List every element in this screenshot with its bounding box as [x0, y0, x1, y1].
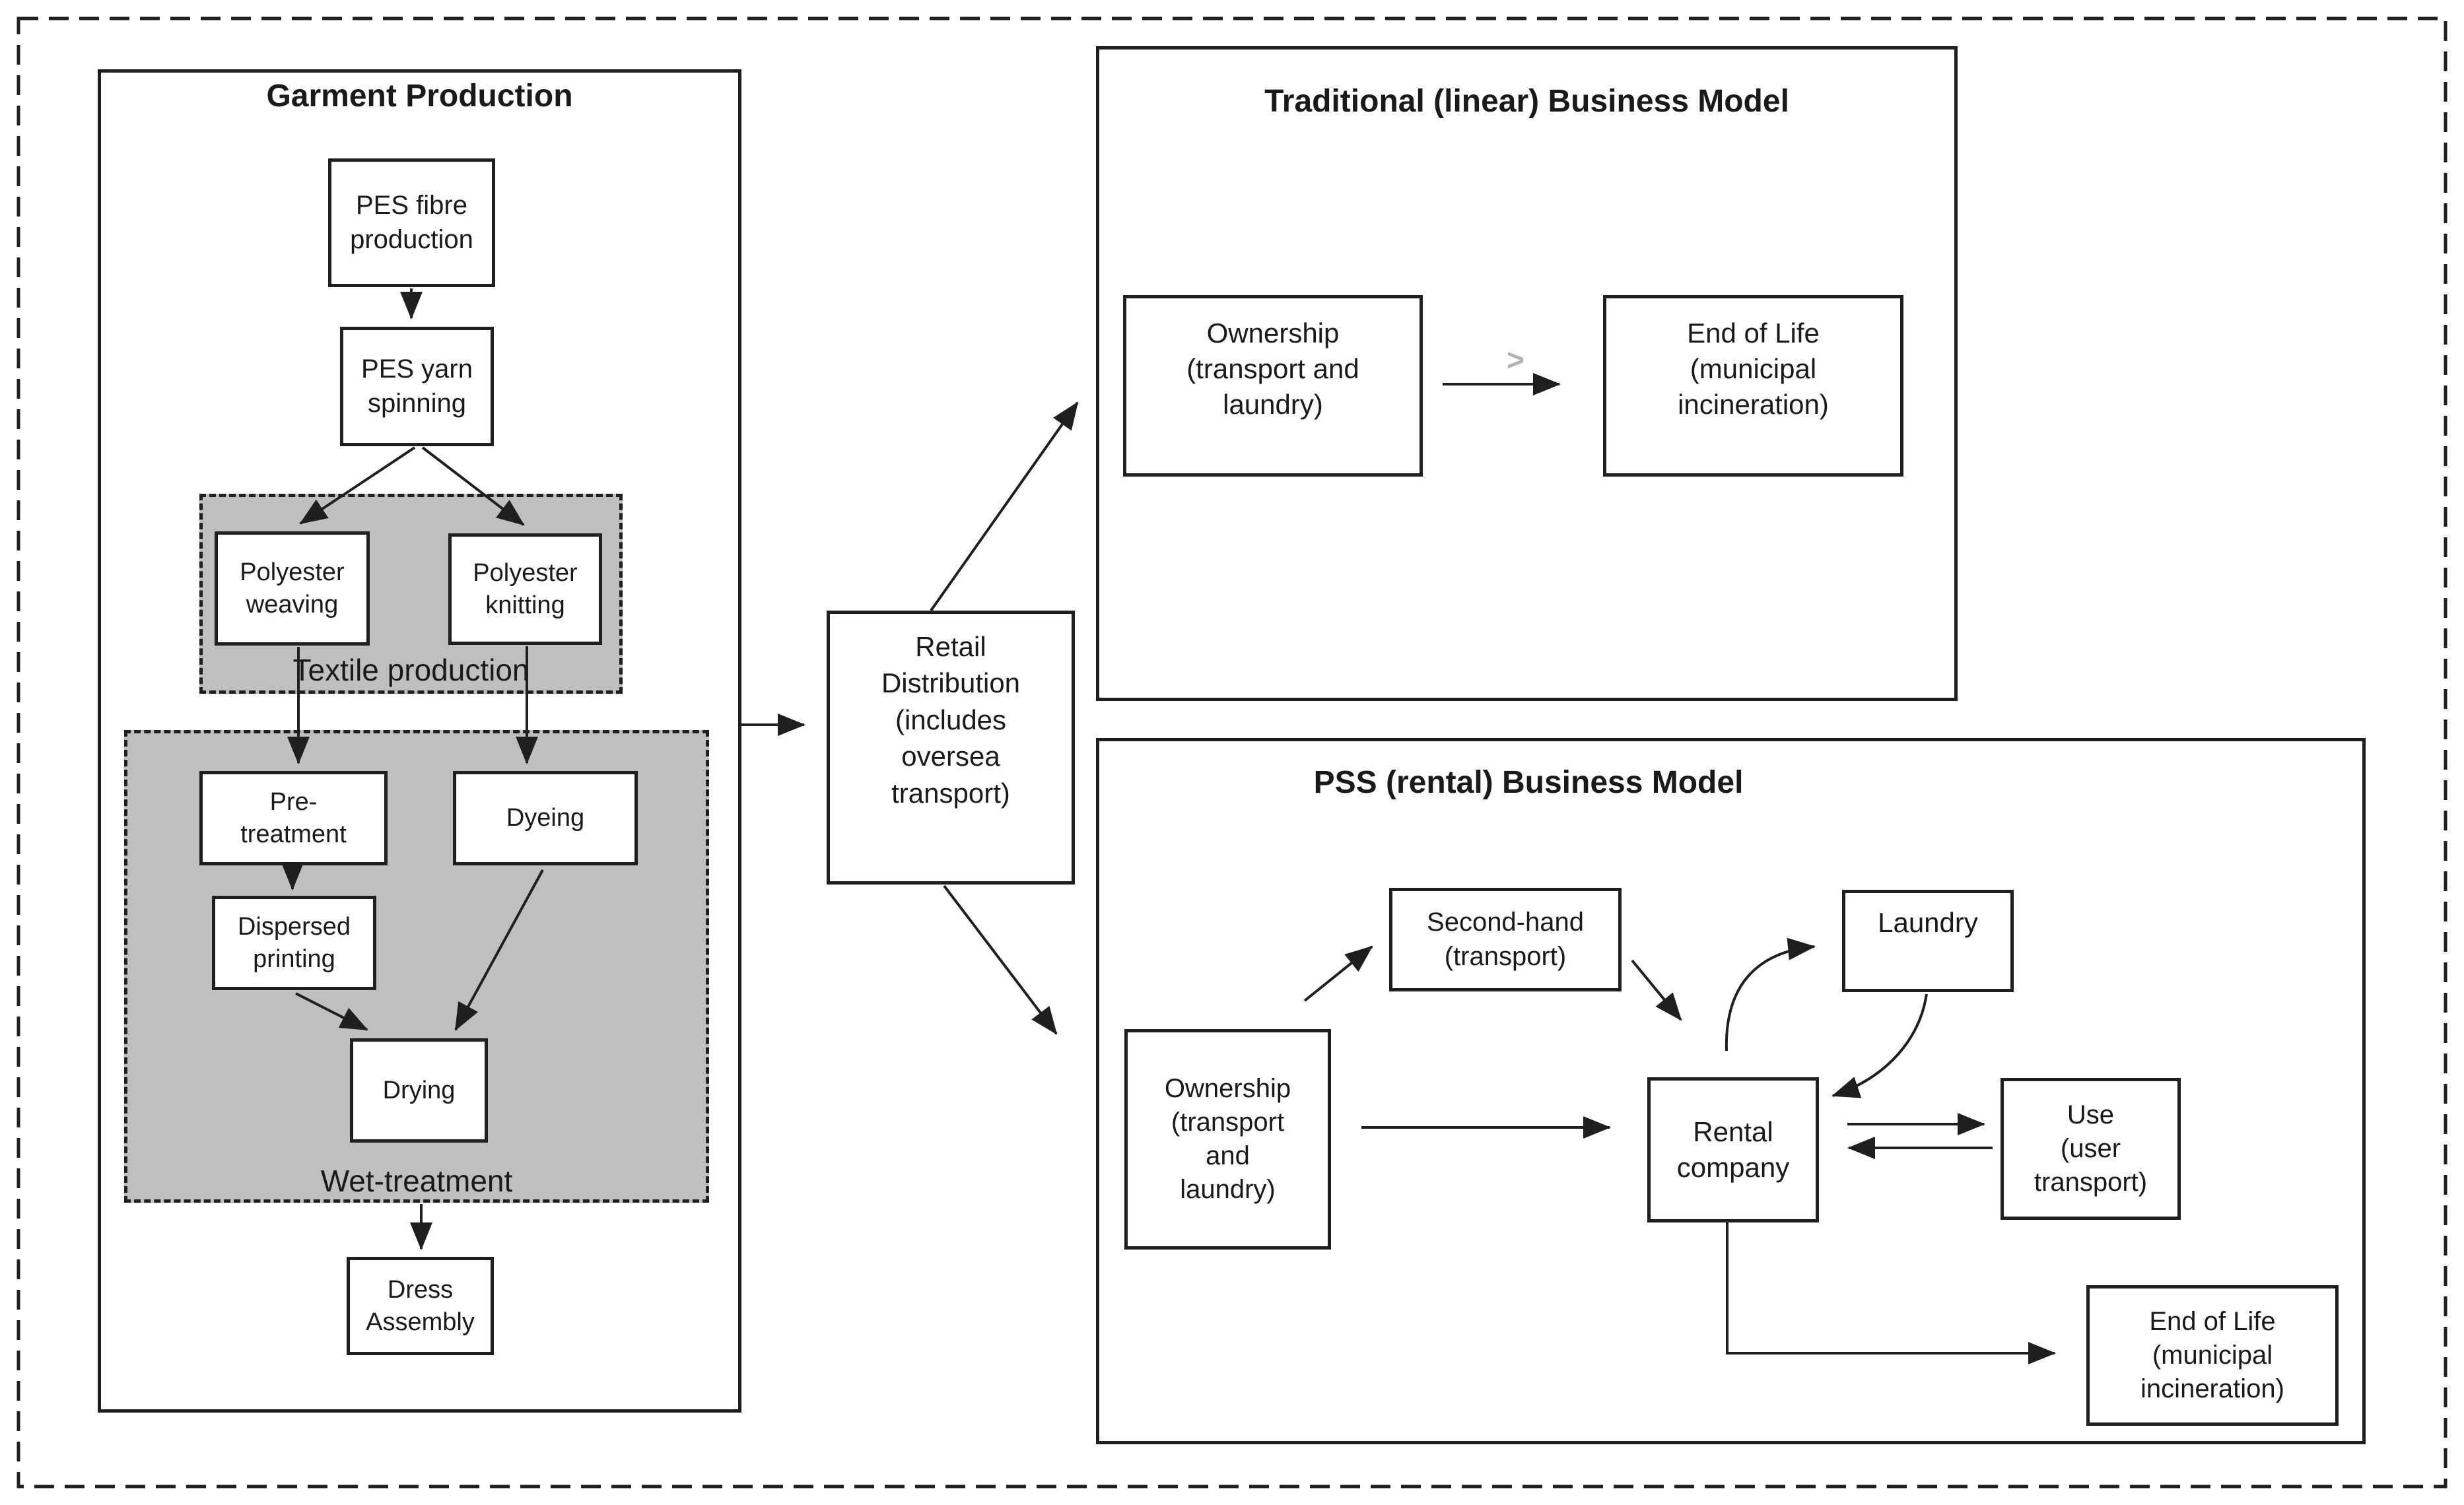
- node-end-of-life-pss-label: End of Life (municipal incineration): [2140, 1306, 2284, 1404]
- node-end-of-life-traditional-label: End of Life (municipal incineration): [1678, 318, 1829, 420]
- node-second-hand: Second-hand (transport): [1389, 888, 1622, 991]
- arrow-retail-to-traditional: [930, 401, 1079, 612]
- arrow-retail-to-pss: [943, 885, 1058, 1035]
- node-pes-yarn-spinning-label: PES yarn spinning: [361, 354, 473, 418]
- node-pes-fibre-production-label: PES fibre production: [350, 191, 473, 254]
- node-pre-treatment: Pre- treatment: [199, 771, 388, 865]
- node-drying-label: Drying: [382, 1076, 456, 1104]
- node-retail-distribution-label: Retail Distribution (includes oversea tr…: [881, 631, 1021, 809]
- node-dyeing: Dyeing: [453, 771, 638, 865]
- node-dyeing-label: Dyeing: [506, 804, 585, 832]
- traditional-model-title: Traditional (linear) Business Model: [1264, 84, 1789, 119]
- node-rental-company: Rental company: [1647, 1077, 1819, 1222]
- textile-production-label: Textile production: [292, 653, 530, 687]
- chevron-mark: >: [1507, 343, 1524, 377]
- node-rental-company-label: Rental company: [1676, 1116, 1790, 1183]
- node-polyester-knitting-label: Polyester knitting: [473, 558, 578, 619]
- garment-production-title: Garment Production: [266, 79, 573, 114]
- node-polyester-weaving-label: Polyester weaving: [240, 558, 345, 619]
- node-ownership-traditional: Ownership (transport and laundry): [1123, 295, 1423, 477]
- node-end-of-life-traditional: End of Life (municipal incineration): [1603, 295, 1903, 477]
- node-pre-treatment-label: Pre- treatment: [240, 787, 347, 848]
- node-dispersed-printing: Dispersed printing: [212, 896, 376, 990]
- node-dress-assembly-label: Dress Assembly: [366, 1275, 475, 1336]
- node-polyester-weaving: Polyester weaving: [215, 531, 370, 646]
- node-pes-yarn-spinning: PES yarn spinning: [340, 327, 494, 446]
- node-ownership-traditional-label: Ownership (transport and laundry): [1186, 318, 1359, 420]
- node-use: Use (user transport): [2001, 1078, 2181, 1220]
- node-dispersed-printing-label: Dispersed printing: [237, 912, 351, 973]
- wet-treatment-label: Wet-treatment: [320, 1164, 513, 1198]
- node-ownership-pss: Ownership (transport and laundry): [1124, 1029, 1331, 1250]
- node-second-hand-label: Second-hand (transport): [1427, 908, 1584, 971]
- node-laundry-label: Laundry: [1878, 907, 1978, 938]
- node-pes-fibre-production: PES fibre production: [328, 158, 495, 287]
- node-drying: Drying: [350, 1038, 488, 1143]
- pss-model-title: PSS (rental) Business Model: [1313, 765, 1744, 800]
- node-dress-assembly: Dress Assembly: [347, 1257, 494, 1355]
- node-ownership-pss-label: Ownership (transport and laundry): [1164, 1073, 1291, 1205]
- node-laundry: Laundry: [1842, 890, 2014, 992]
- node-retail-distribution: Retail Distribution (includes oversea tr…: [827, 611, 1075, 885]
- node-end-of-life-pss: End of Life (municipal incineration): [2086, 1285, 2339, 1426]
- node-use-label: Use (user transport): [2034, 1100, 2148, 1197]
- node-polyester-knitting: Polyester knitting: [448, 533, 602, 645]
